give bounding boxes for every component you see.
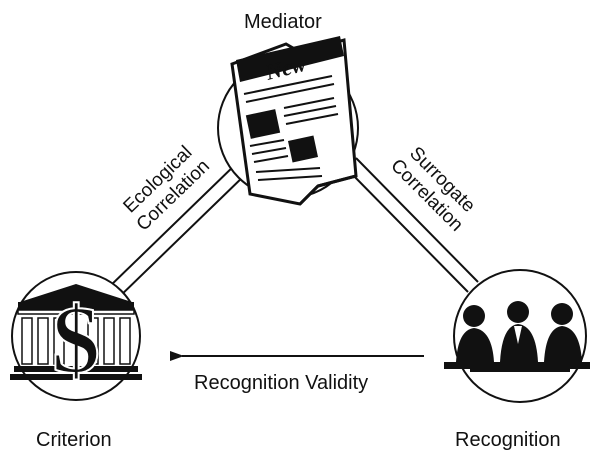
mediator-label: Mediator [244, 11, 322, 33]
surrogate-correlation-link [345, 157, 479, 293]
ecological-correlation-link [105, 161, 249, 301]
newspaper-icon: New [230, 36, 358, 206]
svg-text:$: $ [52, 286, 100, 393]
recognition-label: Recognition [455, 429, 561, 451]
meeting-people-icon [444, 301, 590, 372]
mediator-node: New [217, 36, 359, 206]
recognition-node [444, 269, 590, 403]
recognition-validity-label: Recognition Validity [194, 372, 369, 394]
criterion-node: $ [10, 271, 142, 401]
criterion-label: Criterion [36, 429, 112, 451]
bank-dollar-icon: $ [10, 284, 142, 394]
